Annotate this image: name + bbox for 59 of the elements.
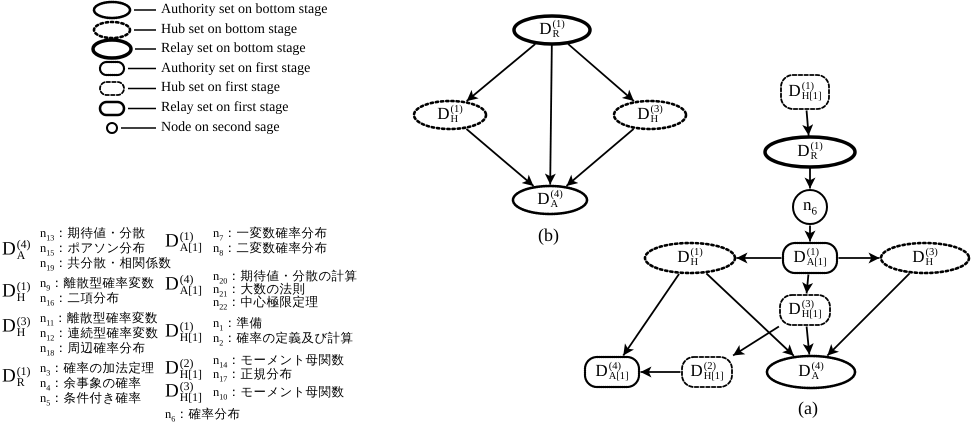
topic-text: n$_{2}$：確率の定義及び計算	[213, 332, 354, 348]
node-label: n$_{6}$	[802, 196, 818, 218]
legend-text: Hub set on bottom stage	[161, 22, 298, 38]
arrow	[466, 128, 534, 187]
topic-text: n$_{1}$：準備	[213, 317, 262, 333]
dashed-rounded-node	[682, 357, 732, 387]
topic-text: n$_{19}$：共分散・相関係数	[40, 257, 172, 273]
dotted-ellipse-node	[645, 243, 735, 273]
panel-label: (a)	[798, 399, 818, 417]
topic-text: n$_{17}$：正規分布	[213, 368, 292, 384]
arrow	[566, 128, 634, 187]
topic-text: n$_{6}$：確率分布	[165, 408, 240, 424]
topic-text: n$_{16}$：二項分布	[40, 292, 120, 308]
dotted-ellipse-node	[513, 186, 587, 214]
arrow	[802, 274, 814, 294]
legend-text: Authority set on first stage	[161, 60, 310, 77]
panel-label: (b)	[538, 226, 559, 244]
dotted-ellipse-node	[614, 101, 686, 129]
topic-text: n$_{3}$：確率の加法定理	[40, 362, 154, 378]
topic-text: n$_{5}$：条件付き確率	[40, 392, 142, 408]
legend-text: Node on second sage	[161, 120, 280, 136]
legend-text: Authority set on bottom stage	[161, 2, 328, 18]
topic-text: n$_{9}$：離散型確率変数	[40, 277, 154, 293]
dashed-rounded-node	[781, 75, 829, 109]
arrow	[804, 168, 816, 188]
arrow	[466, 43, 536, 102]
topic-text: n$_{12}$：連続型確率変数	[40, 327, 158, 343]
topic-text: n$_{7}$：一変数確率分布	[213, 227, 328, 243]
thick-ellipse-node	[765, 137, 855, 167]
dotted-ellipse-node	[414, 101, 486, 129]
topic-text: n$_{11}$：離散型確率変数	[40, 312, 158, 328]
arrow	[622, 274, 680, 356]
dotted-ellipse-node	[881, 243, 969, 273]
topic-text: n$_{10}$：モーメント母関数	[213, 386, 344, 402]
arrow	[804, 226, 816, 242]
circle-node	[793, 190, 827, 224]
arrow	[826, 272, 910, 356]
topic-text: n$_{15}$：ポアソン分布	[40, 242, 146, 258]
legend-text: Hub set on first stage	[161, 80, 280, 96]
arrow	[706, 272, 794, 356]
arrow	[802, 326, 814, 355]
arrow	[802, 110, 814, 136]
legend-text: Relay set on bottom stage	[161, 41, 306, 58]
thick-ellipse-node	[514, 16, 590, 44]
arrow	[568, 43, 634, 102]
topic-text: n$_{4}$：余事象の確率	[40, 377, 142, 393]
arrow	[640, 366, 680, 378]
dotted-rounded-node	[585, 357, 639, 387]
arrow	[838, 252, 880, 264]
arrow	[736, 252, 782, 264]
dotted-ellipse-node	[767, 356, 855, 388]
topic-text: n$_{18}$：周辺確率分布	[40, 342, 146, 358]
arrow	[732, 326, 780, 356]
topic-text: n$_{13}$：期待値・分散	[40, 227, 146, 243]
topic-text: n$_{8}$：二変数確率分布	[213, 242, 328, 258]
dashed-rounded-node	[780, 295, 830, 325]
arrow	[544, 45, 556, 185]
legend-text: Relay set on first stage	[161, 100, 289, 116]
dotted-rounded-node	[783, 243, 837, 273]
